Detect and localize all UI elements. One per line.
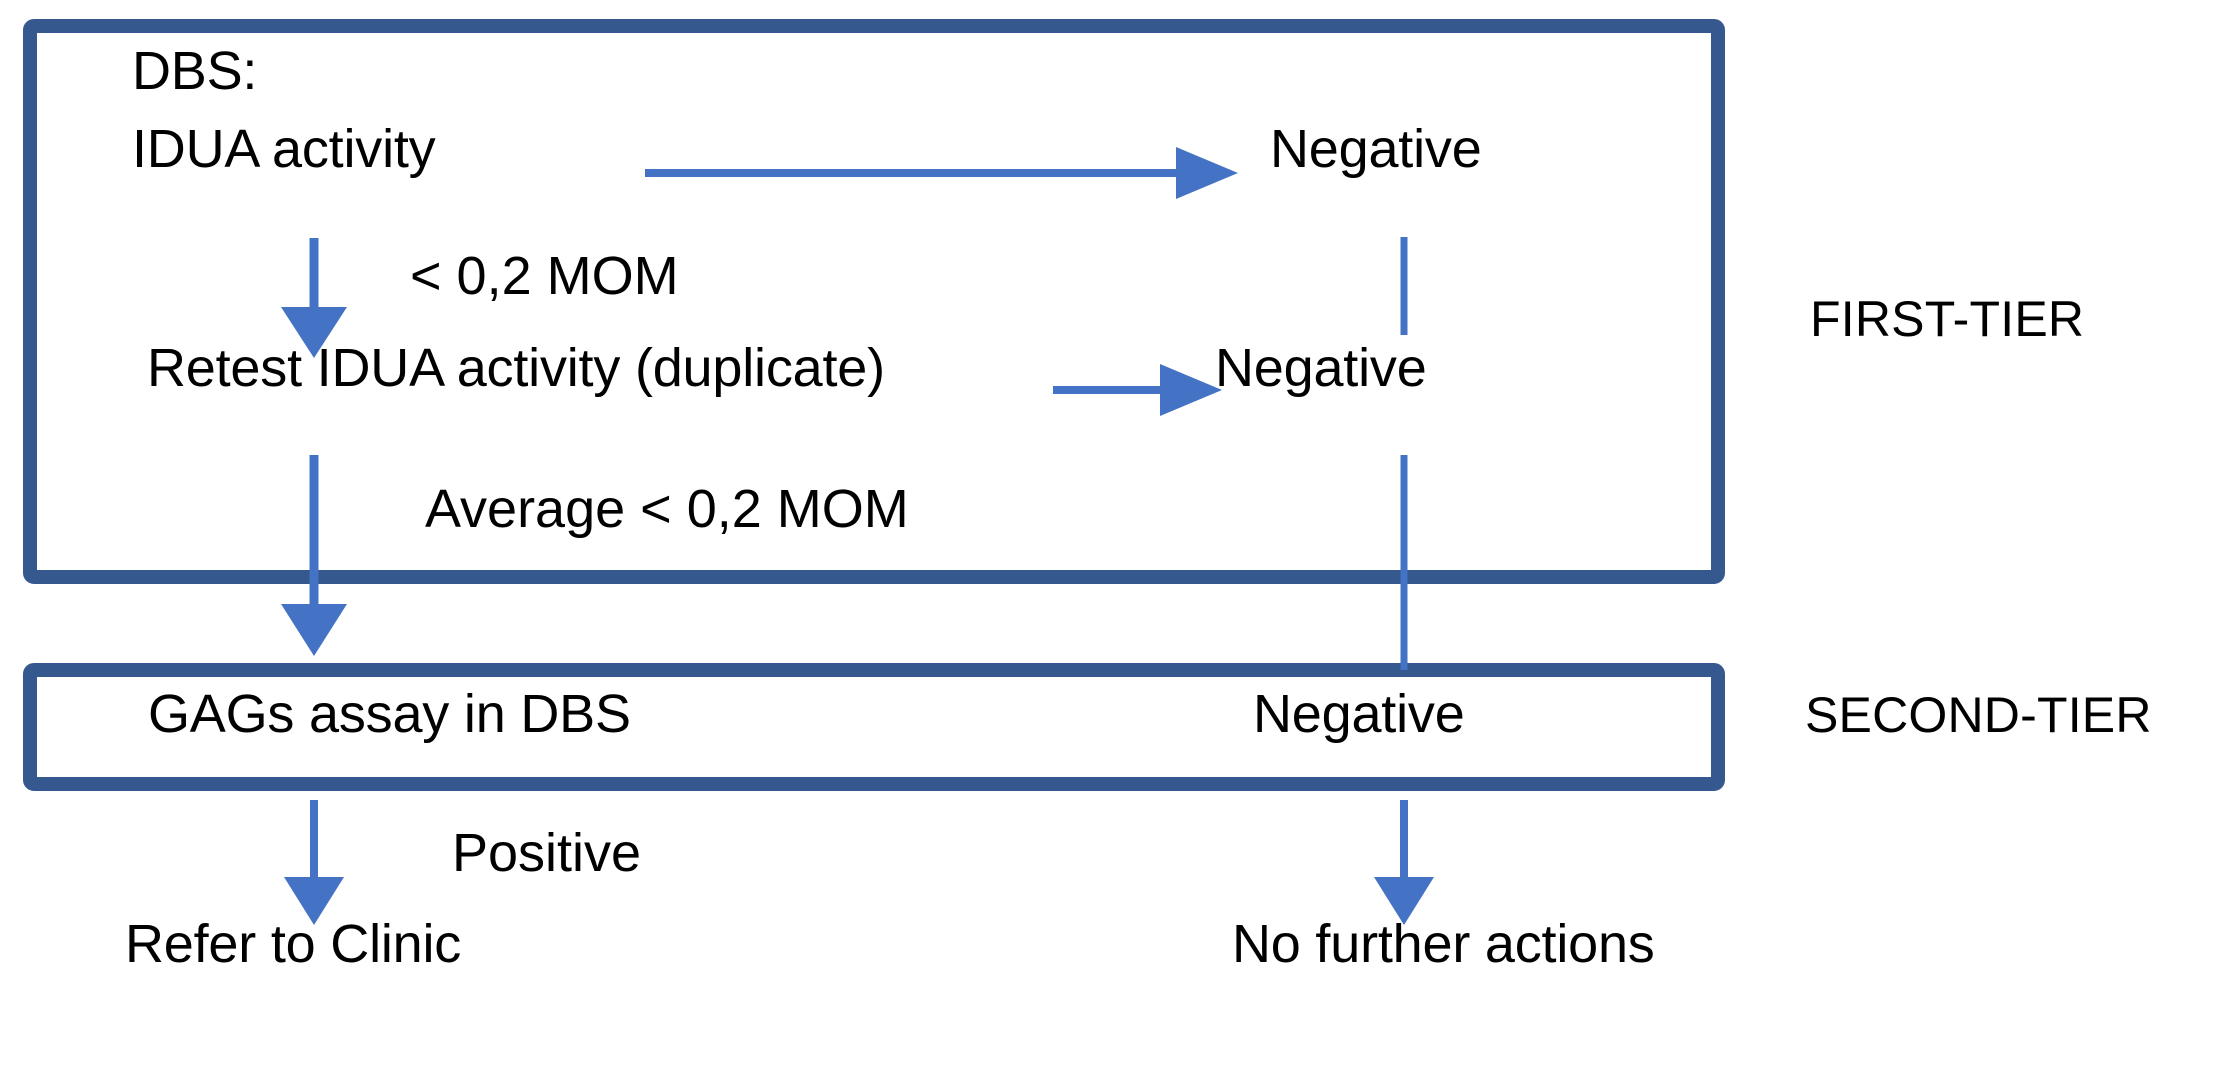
tier-label-first: FIRST-TIER [1810, 291, 2085, 347]
node-retest-idua: Retest IDUA activity (duplicate) [147, 338, 885, 398]
node-negative-3: Negative [1253, 684, 1465, 744]
node-gags-assay: GAGs assay in DBS [148, 684, 631, 744]
arrow-idua-to-negative1 [645, 147, 1238, 199]
node-refer-to-clinic: Refer to Clinic [125, 914, 462, 974]
node-idua-activity: IDUA activity [132, 119, 436, 179]
tier-label-second: SECOND-TIER [1805, 687, 2152, 743]
node-negative-2: Negative [1215, 338, 1427, 398]
node-dbs-header: DBS: [132, 41, 258, 101]
edge-label-positive: Positive [452, 823, 642, 883]
arrow-retest-to-gags [281, 455, 347, 656]
edge-label-mom-threshold-2: Average < 0,2 MOM [425, 479, 909, 539]
arrow-retest-to-negative2 [1053, 364, 1222, 416]
arrow-negative3-to-no-further-actions [1374, 800, 1434, 925]
edge-label-mom-threshold-1: < 0,2 MOM [410, 246, 679, 306]
arrow-gags-to-refer [284, 800, 344, 925]
node-negative-1: Negative [1270, 119, 1482, 179]
node-no-further-actions: No further actions [1232, 914, 1655, 974]
